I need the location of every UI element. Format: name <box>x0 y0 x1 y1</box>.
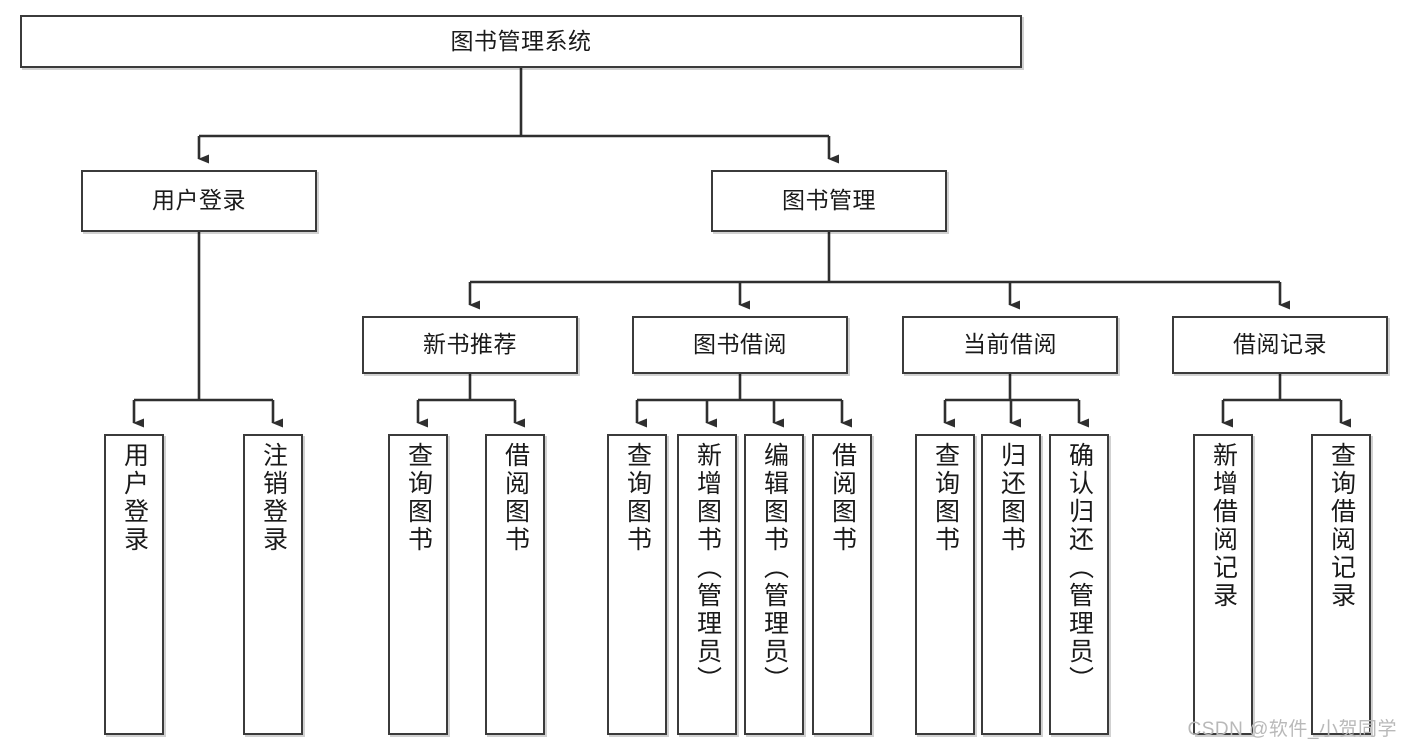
node-label: 借阅记录 <box>1233 331 1327 358</box>
node-label: 编辑图书（管理员） <box>760 442 789 694</box>
node-leaf-query-book-recommendation[interactable]: 查询图书 <box>388 434 448 735</box>
node-label: 图书借阅 <box>693 331 787 358</box>
node-label: 借阅图书 <box>828 442 857 554</box>
node-leaf-return-book[interactable]: 归还图书 <box>981 434 1041 735</box>
node-label: 新增图书（管理员） <box>693 442 722 694</box>
node-leaf-confirm-return-admin[interactable]: 确认归还（管理员） <box>1049 434 1109 735</box>
node-label: 用户登录 <box>152 187 246 214</box>
node-borrowing-record[interactable]: 借阅记录 <box>1172 316 1388 374</box>
node-leaf-borrow-book-recommendation[interactable]: 借阅图书 <box>485 434 545 735</box>
node-label: 归还图书 <box>997 442 1026 554</box>
node-label: 借阅图书 <box>501 442 530 554</box>
node-label: 注销登录 <box>259 442 288 554</box>
node-leaf-borrow-book-borrowing[interactable]: 借阅图书 <box>812 434 872 735</box>
node-leaf-add-borrow-record[interactable]: 新增借阅记录 <box>1193 434 1253 735</box>
node-user-login[interactable]: 用户登录 <box>81 170 317 232</box>
node-label: 查询图书 <box>404 442 433 554</box>
node-label: 查询借阅记录 <box>1327 442 1356 610</box>
watermark-text: CSDN @软件_小贺同学 <box>1187 719 1397 740</box>
node-label: 确认归还（管理员） <box>1065 442 1094 694</box>
node-label: 用户登录 <box>120 442 149 554</box>
node-label: 查询图书 <box>623 442 652 554</box>
node-current-borrowing[interactable]: 当前借阅 <box>902 316 1118 374</box>
node-leaf-query-book-borrowing[interactable]: 查询图书 <box>607 434 667 735</box>
node-book-management[interactable]: 图书管理 <box>711 170 947 232</box>
node-book-borrowing[interactable]: 图书借阅 <box>632 316 848 374</box>
node-root-book-management-system[interactable]: 图书管理系统 <box>20 15 1022 68</box>
node-label: 查询图书 <box>931 442 960 554</box>
node-label: 新增借阅记录 <box>1209 442 1238 610</box>
node-label: 新书推荐 <box>423 331 517 358</box>
node-leaf-query-book-current[interactable]: 查询图书 <box>915 434 975 735</box>
node-leaf-edit-book-admin[interactable]: 编辑图书（管理员） <box>744 434 804 735</box>
node-leaf-add-book-admin[interactable]: 新增图书（管理员） <box>677 434 737 735</box>
node-leaf-query-borrow-record[interactable]: 查询借阅记录 <box>1311 434 1371 735</box>
node-label: 当前借阅 <box>963 331 1057 358</box>
node-leaf-logout[interactable]: 注销登录 <box>243 434 303 735</box>
node-label: 图书管理 <box>782 187 876 214</box>
node-leaf-user-login[interactable]: 用户登录 <box>104 434 164 735</box>
node-new-book-recommendation[interactable]: 新书推荐 <box>362 316 578 374</box>
node-label: 图书管理系统 <box>450 27 592 54</box>
